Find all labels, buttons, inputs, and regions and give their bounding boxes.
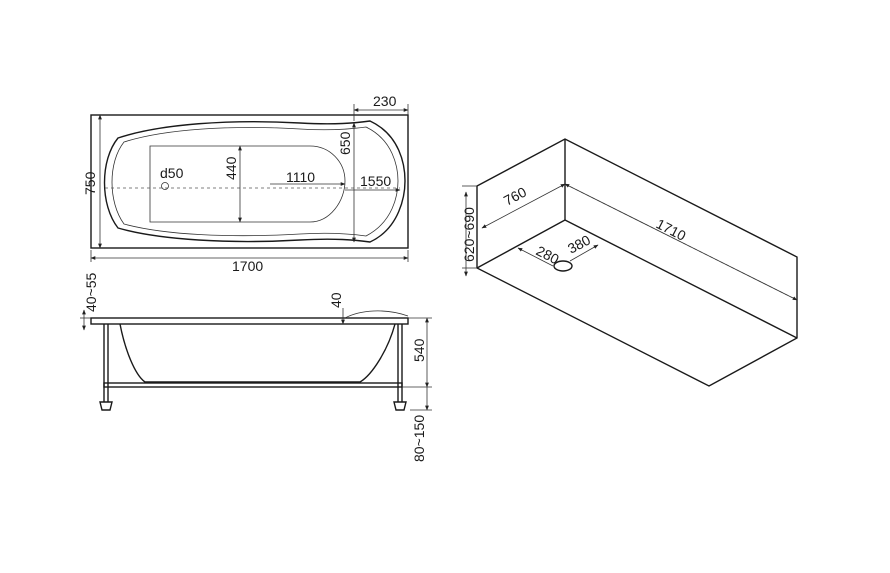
side-view-tub-body [119, 323, 396, 383]
frame-crossbar [103, 382, 403, 388]
iso-height-label: 620~690 [461, 207, 477, 262]
top-view-inner-bowl [103, 120, 406, 243]
side-view-headrest [344, 310, 409, 319]
side-view: 40~55 40 540 80~150 [80, 272, 432, 462]
top-view-bottom-surface [149, 145, 346, 223]
side-leg-label: 80~150 [411, 415, 427, 462]
side-depth-label: 540 [411, 338, 427, 362]
top-view: 1700 750 1550 d50 440 1110 650 230 [82, 93, 409, 274]
drain-circle [161, 182, 169, 190]
iso-drain-y-label: 380 [565, 231, 593, 256]
side-rim-thickness-label: 40 [328, 292, 344, 308]
top-offset-label: 230 [373, 93, 397, 109]
top-length-label: 1700 [232, 258, 263, 274]
side-rim-label: 40~55 [83, 272, 99, 312]
top-view-outer-rim [90, 114, 409, 249]
top-bottom-width-label: 440 [223, 156, 239, 180]
iso-length-label: 1710 [654, 215, 689, 243]
top-width-label: 750 [82, 171, 98, 195]
foot-left [99, 401, 113, 411]
top-view-inner-bowl-line [111, 126, 399, 237]
foot-right [393, 401, 407, 411]
top-drain-label: d50 [160, 165, 184, 181]
iso-view: 620~690 760 1710 280 380 [461, 138, 798, 387]
top-inner-length-label: 1550 [360, 173, 391, 189]
top-bottom-length-label: 1110 [286, 169, 315, 185]
side-view-rim [90, 317, 409, 325]
iso-drain-x-label: 280 [534, 242, 562, 267]
iso-box-outline [476, 138, 798, 387]
top-inner-width-label: 650 [337, 131, 353, 155]
